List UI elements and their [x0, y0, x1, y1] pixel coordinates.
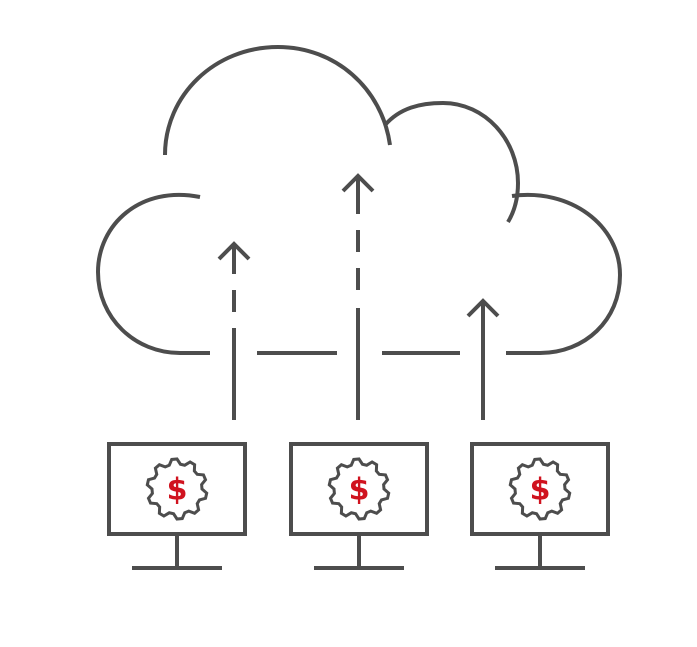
- monitor-3: $: [470, 442, 610, 570]
- upload-arrow-left: [217, 241, 251, 420]
- monitor-2: $: [289, 442, 429, 570]
- monitor-1: $: [107, 442, 247, 570]
- dollar-sign: $: [167, 473, 188, 508]
- upload-arrow-right: [466, 298, 500, 420]
- dollar-sign: $: [349, 473, 370, 508]
- monitor-row: $ $ $: [107, 442, 610, 570]
- upload-arrow-middle: [341, 173, 375, 420]
- dollar-sign: $: [530, 473, 551, 508]
- gear-icon: [327, 457, 391, 521]
- gear-icon: [508, 457, 572, 521]
- gear-icon: [145, 457, 209, 521]
- cloud-icon: [95, 44, 623, 355]
